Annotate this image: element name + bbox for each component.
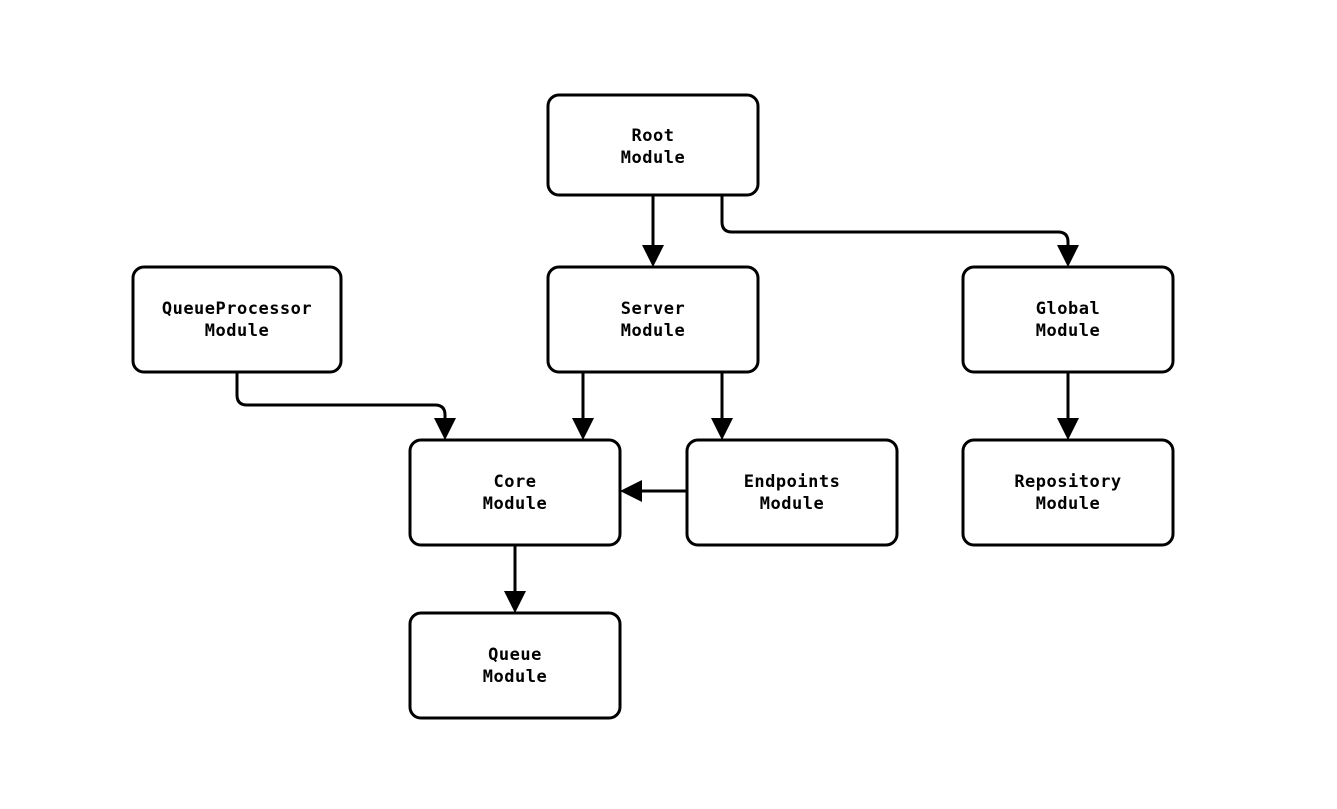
node-endpoints-label-line1: Endpoints xyxy=(744,472,841,492)
node-server-box[interactable] xyxy=(546,265,760,374)
node-layer: Root Module QueueProcessor Module Server… xyxy=(131,93,1175,720)
node-core-label-line2: Module xyxy=(483,494,547,514)
edge-server-to-endpoints xyxy=(711,372,733,440)
edge-root-to-global xyxy=(720,195,1079,267)
edge-server-to-core xyxy=(572,372,594,440)
node-queueprocessor[interactable]: QueueProcessor Module xyxy=(131,265,343,374)
edge-server-to-core-arrowhead xyxy=(572,418,594,440)
node-global[interactable]: Global Module xyxy=(961,265,1175,374)
node-endpoints-box[interactable] xyxy=(685,438,899,547)
edge-queueprocessor-to-core-arrowhead xyxy=(434,418,456,440)
edge-root-to-global-arrowhead xyxy=(1057,245,1079,267)
edge-root-to-server-arrowhead xyxy=(642,245,664,267)
edge-endpoints-to-core xyxy=(620,480,687,502)
node-core-box[interactable] xyxy=(408,438,622,547)
edge-layer xyxy=(235,195,1079,613)
edge-endpoints-to-core-arrowhead xyxy=(620,480,642,502)
node-repository-box[interactable] xyxy=(961,438,1175,547)
node-queue[interactable]: Queue Module xyxy=(408,611,622,720)
node-queue-label-line2: Module xyxy=(483,667,547,687)
node-root[interactable]: Root Module xyxy=(546,93,760,197)
node-root-label-line1: Root xyxy=(632,126,675,146)
node-server[interactable]: Server Module xyxy=(546,265,760,374)
edge-core-to-queue xyxy=(504,545,526,613)
node-repository[interactable]: Repository Module xyxy=(961,438,1175,547)
node-queueprocessor-label-line1: QueueProcessor xyxy=(162,299,312,319)
node-queueprocessor-label-line2: Module xyxy=(205,321,269,341)
node-global-box[interactable] xyxy=(961,265,1175,374)
node-repository-label-line1: Repository xyxy=(1014,472,1121,492)
node-queueprocessor-box[interactable] xyxy=(131,265,343,374)
node-global-label-line1: Global xyxy=(1036,299,1100,319)
node-core-label-line1: Core xyxy=(494,472,537,492)
edge-queueprocessor-to-core xyxy=(235,372,456,440)
node-queue-box[interactable] xyxy=(408,611,622,720)
edge-root-to-global-line xyxy=(720,195,1070,250)
node-root-label-line2: Module xyxy=(621,148,685,168)
node-global-label-line2: Module xyxy=(1036,321,1100,341)
edge-root-to-server xyxy=(642,195,664,267)
node-root-box[interactable] xyxy=(546,93,760,197)
edge-server-to-endpoints-arrowhead xyxy=(711,418,733,440)
edge-global-to-repository xyxy=(1057,372,1079,440)
edge-global-to-repository-arrowhead xyxy=(1057,418,1079,440)
node-queue-label-line1: Queue xyxy=(488,645,542,665)
node-endpoints-label-line2: Module xyxy=(760,494,824,514)
node-repository-label-line2: Module xyxy=(1036,494,1100,514)
node-server-label-line2: Module xyxy=(621,321,685,341)
node-endpoints[interactable]: Endpoints Module xyxy=(685,438,899,547)
edge-core-to-queue-arrowhead xyxy=(504,591,526,613)
edge-queueprocessor-to-core-line xyxy=(235,372,447,423)
node-core[interactable]: Core Module xyxy=(408,438,622,547)
node-server-label-line1: Server xyxy=(621,299,685,319)
